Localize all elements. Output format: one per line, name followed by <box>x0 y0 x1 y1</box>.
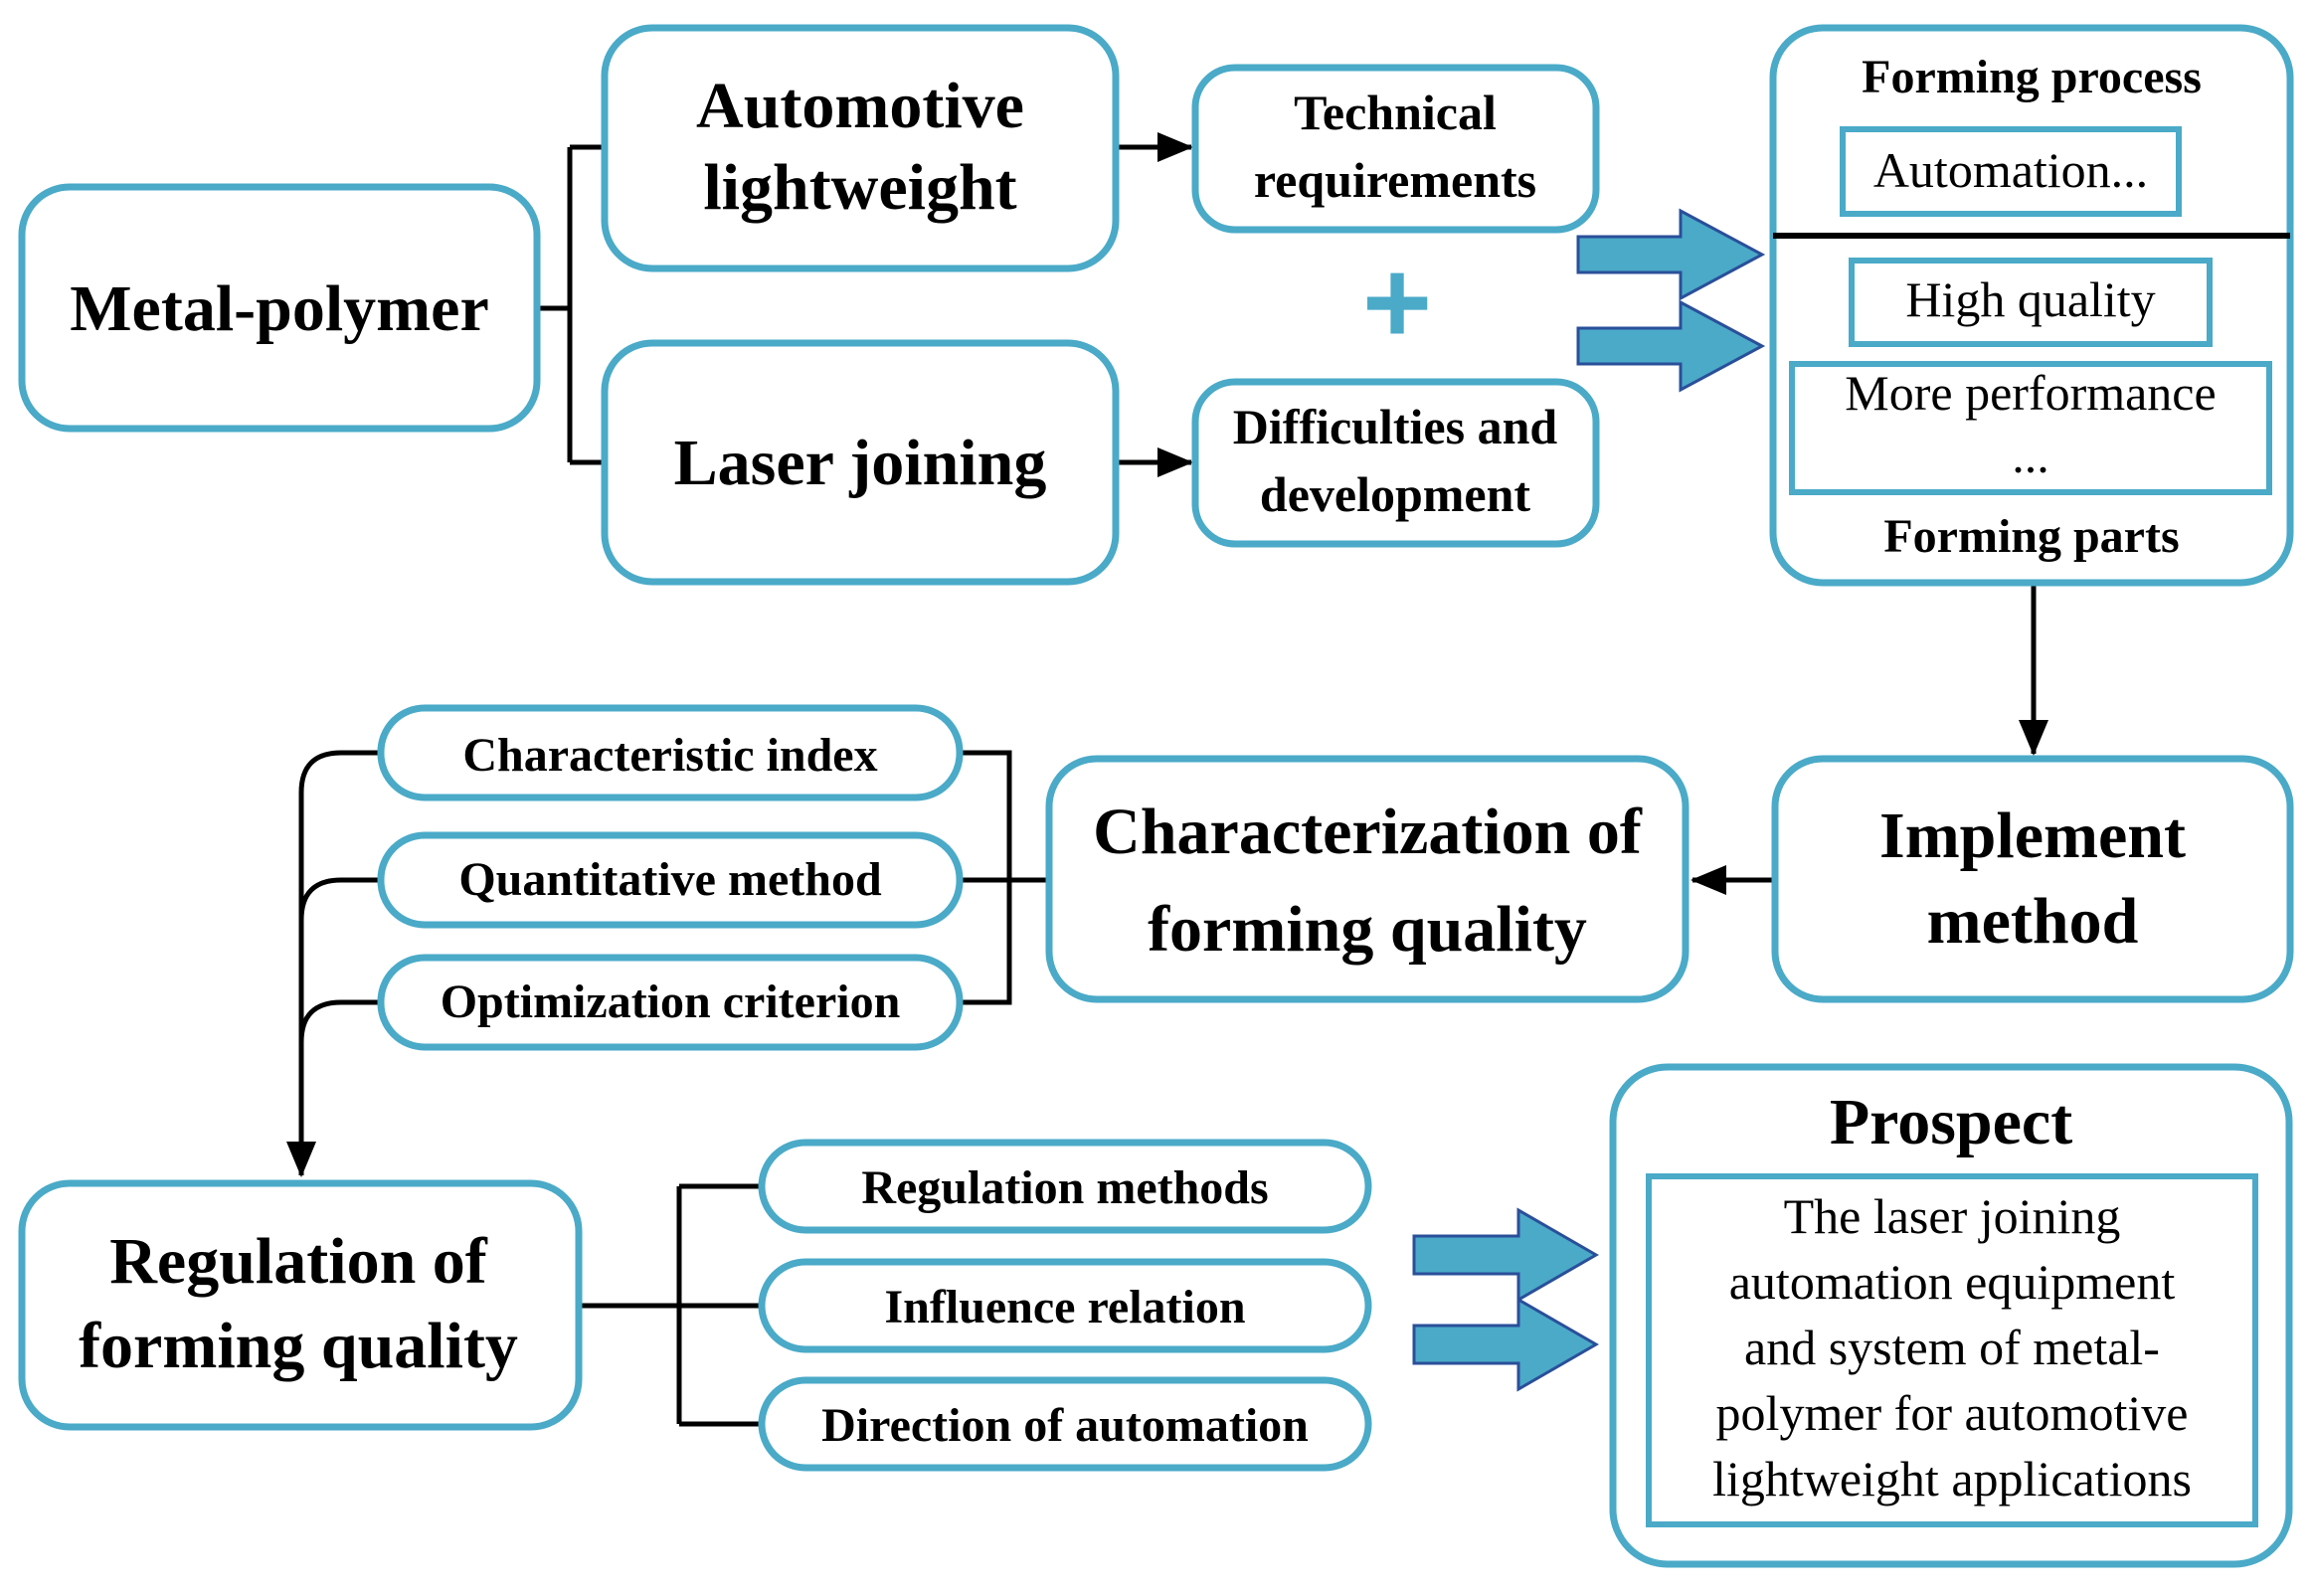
node-laser-joining: Laser joining <box>601 339 1120 586</box>
technical-label-line1: Technical <box>1294 85 1497 140</box>
more-performance-box <box>1789 361 2272 495</box>
prospect-line-4: polymer for automotive <box>1716 1385 2189 1441</box>
node-difficulties: Difficulties and development <box>1191 378 1600 548</box>
block-arrow-upper <box>1576 208 1766 301</box>
quantitative-method-label: Quantitative method <box>458 853 882 906</box>
arrow-to-regulation <box>286 750 381 1177</box>
automation-box <box>1840 126 2182 217</box>
more-performance-label: More performance <box>1845 365 2216 421</box>
plus-sign: + <box>1362 236 1432 369</box>
implement-label-line1: Implement <box>1879 799 2186 872</box>
node-implement-method: Implement method <box>1771 755 2294 1003</box>
forming-panel: Forming process Automation... High quali… <box>1769 24 2294 587</box>
characterization-subitems: Characteristic index Quantitative method… <box>377 704 964 1051</box>
automation-label: Automation... <box>1873 142 2148 198</box>
difficulties-label-line2: development <box>1260 466 1531 522</box>
prospect-title: Prospect <box>1830 1086 2072 1158</box>
high-quality-label: High quality <box>1905 271 2155 327</box>
metal-polymer-box <box>18 183 541 433</box>
characterization-box <box>1045 755 1690 1003</box>
automotive-lightweight-box <box>601 24 1120 272</box>
curve-quantitative <box>298 877 381 921</box>
node-regulation: Regulation of forming quality <box>18 1179 583 1431</box>
difficulties-label-line1: Difficulties and <box>1233 399 1558 454</box>
prospect-line-3: and system of metal- <box>1744 1320 2160 1375</box>
prospect-line-1: The laser joining <box>1784 1188 2121 1244</box>
forming-parts-footer: Forming parts <box>1883 510 2179 563</box>
more-performance-ellipsis: ... <box>2012 428 2049 483</box>
automotive-label-line1: Automotive <box>696 70 1024 142</box>
regulation-label-line2: forming quality <box>79 1310 518 1382</box>
prospect-line-2: automation equipment <box>1729 1254 2176 1310</box>
influence-relation-box <box>758 1258 1372 1353</box>
implement-label-line2: method <box>1927 885 2139 958</box>
optimization-criterion-box <box>377 954 964 1051</box>
prospect-text-box <box>1646 1173 2258 1527</box>
regulation-subitems: Regulation methods Influence relation Di… <box>758 1139 1372 1472</box>
characteristic-index-box <box>377 704 964 801</box>
difficulties-box <box>1191 378 1600 548</box>
node-metal-polymer: Metal-polymer <box>18 183 541 433</box>
block-arrow-prospect-lower <box>1412 1297 1600 1392</box>
node-automotive-lightweight: Automotive lightweight <box>601 24 1120 272</box>
forming-process-title: Forming process <box>1862 51 2202 103</box>
implement-method-box <box>1771 755 2294 1003</box>
block-arrows <box>1412 208 1766 1392</box>
regulation-box <box>18 1179 583 1431</box>
influence-relation-label: Influence relation <box>884 1281 1245 1333</box>
node-characterization: Characterization of forming quality <box>1045 755 1690 1003</box>
direction-automation-box <box>758 1376 1372 1472</box>
metal-polymer-label: Metal-polymer <box>70 272 489 345</box>
technical-requirements-box <box>1191 64 1600 234</box>
characterization-label-line2: forming quality <box>1148 893 1587 966</box>
technical-label-line2: requirements <box>1254 152 1536 208</box>
prospect-line-5: lightweight applications <box>1712 1451 2192 1507</box>
laser-joining-box <box>601 339 1120 586</box>
regulation-label-line1: Regulation of <box>109 1225 488 1298</box>
block-arrow-prospect-upper <box>1412 1207 1600 1303</box>
laser-joining-label: Laser joining <box>674 427 1047 499</box>
quantitative-method-box <box>377 831 964 929</box>
automotive-label-line2: lightweight <box>703 151 1016 224</box>
high-quality-box <box>1849 258 2213 347</box>
characterization-label-line1: Characterization of <box>1093 796 1643 868</box>
optimization-criterion-label: Optimization criterion <box>441 975 901 1028</box>
regulation-methods-box <box>758 1139 1372 1234</box>
curve-optimization <box>298 999 381 1043</box>
regulation-methods-label: Regulation methods <box>861 1161 1268 1214</box>
direction-automation-label: Direction of automation <box>821 1399 1309 1452</box>
node-technical-requirements: Technical requirements <box>1191 64 1600 234</box>
node-prospect: Prospect The laser joining automation eq… <box>1609 1063 2293 1568</box>
connectors <box>286 132 2048 1427</box>
block-arrow-lower <box>1576 299 1766 393</box>
characteristic-index-label: Characteristic index <box>462 729 877 782</box>
